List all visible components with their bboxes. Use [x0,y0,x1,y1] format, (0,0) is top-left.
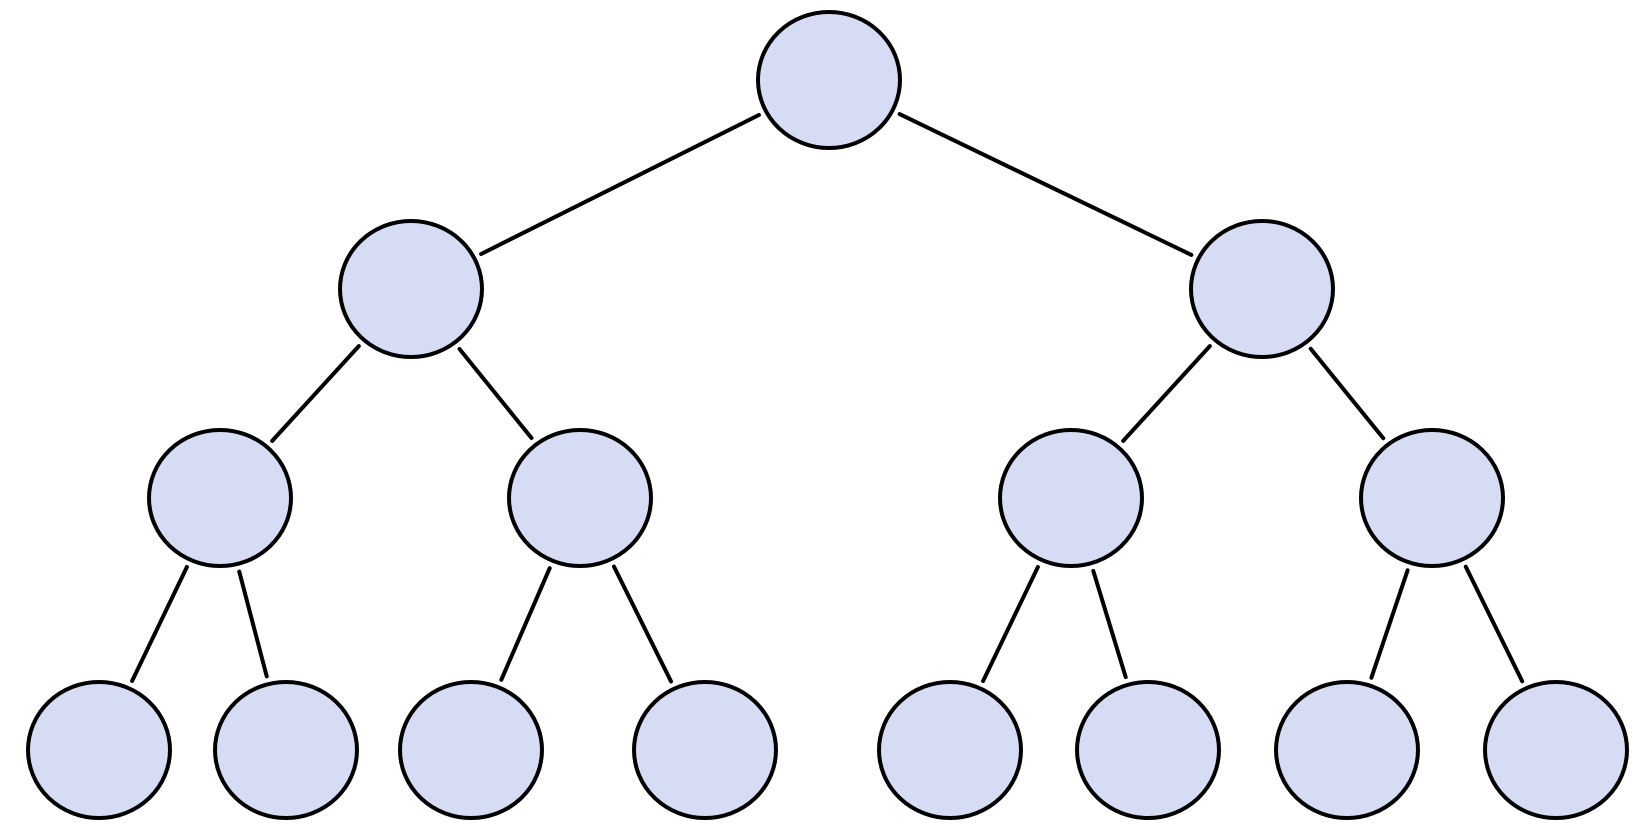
edge-n5-n11 [612,564,673,684]
edge-n7-n14 [1369,568,1410,680]
edge-n4-n9 [237,569,269,679]
tree-node-n14 [1274,680,1420,820]
edge-n5-n10 [499,566,552,682]
tree-node-n10 [398,680,544,820]
tree-node-n15 [1483,680,1629,820]
tree-node-n6 [998,428,1144,568]
tree-node-n9 [213,680,359,820]
edge-n3-n7 [1308,346,1386,441]
tree-node-n1 [756,10,902,150]
tree-node-n3 [1189,219,1335,359]
tree-node-n7 [1359,428,1505,568]
edge-n3-n6 [1121,344,1212,443]
edge-n6-n13 [1091,568,1128,680]
tree-node-n11 [632,680,778,820]
edge-n7-n15 [1463,564,1525,684]
tree-edges [130,112,1525,684]
tree-node-n12 [877,680,1023,820]
edge-n6-n12 [981,565,1040,683]
tree-node-n5 [507,428,653,568]
edge-n2-n4 [270,344,361,443]
tree-node-n2 [338,219,484,359]
tree-node-n8 [26,680,172,820]
edge-n1-n2 [479,113,761,256]
tree-node-n13 [1075,680,1221,820]
edge-n1-n3 [897,112,1194,257]
edge-n2-n5 [457,347,534,440]
tree-node-n4 [147,428,293,568]
tree-nodes [26,10,1629,820]
edge-n4-n8 [130,565,189,683]
